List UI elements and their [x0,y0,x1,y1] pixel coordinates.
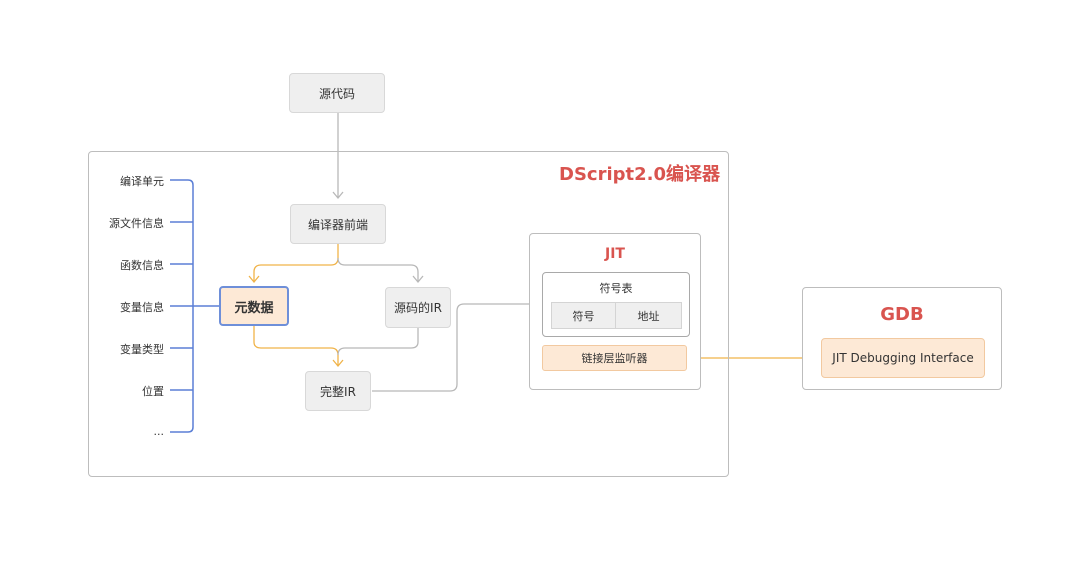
arrow-frontend-to-metadata [253,244,339,282]
metadata-label: 元数据 [234,300,274,316]
metadata-bracket [170,179,219,433]
compiler-frontend-label: 编译器前端 [307,217,368,232]
linker-listener-node: 链接层监听器 [542,345,687,371]
linker-listener-label: 链接层监听器 [581,352,648,365]
source-ir-label: 源码的IR [394,301,442,315]
meta-item-location: 位置 [142,385,164,398]
full-ir-node: 完整IR [305,371,371,411]
compiler-title: DScript2.0编译器 [559,164,720,185]
source-code-node: 源代码 [289,73,385,113]
symbol-column: 符号 [551,302,616,329]
full-ir-label: 完整IR [320,384,356,399]
arrow-frontend-to-sourceir [337,257,419,282]
address-column: 地址 [615,302,682,329]
jit-debugging-interface-label: JIT Debugging Interface [832,351,974,365]
source-ir-node: 源码的IR [385,287,451,328]
source-code-label: 源代码 [318,86,355,101]
meta-item-function: 函数信息 [120,259,164,272]
meta-item-variable: 变量信息 [120,301,164,314]
meta-item-variable-type: 变量类型 [120,343,164,356]
arrow-fullir-to-jit [372,303,536,392]
meta-item-ellipsis: ... [153,425,165,438]
address-column-label: 地址 [637,309,660,323]
jit-debugging-interface-node: JIT Debugging Interface [821,338,985,378]
symbol-table-title: 符号表 [599,282,633,295]
metadata-node: 元数据 [219,286,289,326]
compiler-frame [88,151,729,477]
meta-item-source-file: 源文件信息 [109,217,164,230]
symbol-column-label: 符号 [572,309,595,323]
arrow-sourceir-to-fullir [337,328,419,356]
jit-title: JIT [605,246,625,262]
compiler-frontend-node: 编译器前端 [290,204,386,244]
meta-item-compile-unit: 编译单元 [120,175,164,188]
gdb-title: GDB [880,304,924,325]
arrow-metadata-to-fullir [253,326,339,366]
